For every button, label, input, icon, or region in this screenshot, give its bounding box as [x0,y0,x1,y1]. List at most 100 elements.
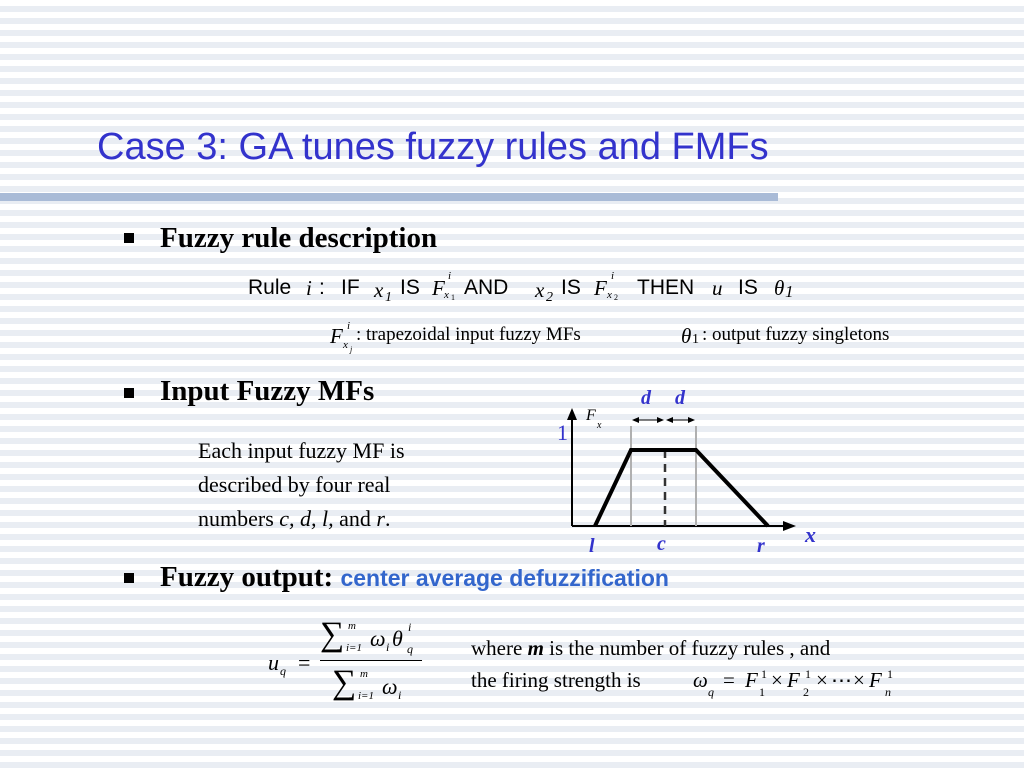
numerator-omega-sub: i [386,640,390,654]
rule-theta: θ [774,276,785,300]
mf-desc-numbers: numbers [198,506,280,531]
slide-title: Case 3: GA tunes fuzzy rules and FMFs [97,126,769,168]
rule-x2: x [535,278,545,302]
rule-F2: F [594,276,607,300]
numerator-sigma-top: m [348,620,356,632]
d-arrowhead-right-b [688,417,695,423]
where-prefix: where [471,636,528,660]
rule-F2-sup: i [611,270,615,282]
rule-F1-sub: x [444,289,449,301]
one-label: 1 [557,420,568,445]
rule-word: Rule [248,276,292,299]
rule-is-1: IS [400,276,420,299]
defuzzification-method: center average defuzzification [340,565,669,591]
rule-F1-subsub: 1 [451,293,455,302]
legend-output-desc: : output fuzzy singletons [702,324,890,345]
legend-F-subsub: j [350,345,353,354]
ws-Fn-sub: n [885,685,891,699]
rule-is-2: IS [561,276,581,299]
mf-desc-and: and [333,506,377,531]
legend-theta: θ [681,324,692,348]
ws-times-2: × [816,668,828,692]
bullet-input-fuzzy-mfs: Input Fuzzy MFs [160,375,375,407]
formula-u: u [268,650,279,675]
r-label: r [757,535,765,557]
l-label: l [589,535,595,557]
mf-desc-period: . [384,506,391,531]
legend-line: F i x j : trapezoidal input fuzzy MFs θ … [330,320,950,356]
where-line-1: where m is the number of fuzzy rules , a… [471,632,941,664]
mf-desc-line-2: described by four real [198,472,391,497]
rule-then: THEN [637,276,695,299]
where-text: where m is the number of fuzzy rules , a… [471,632,941,699]
fx-label: F [585,407,596,424]
rule-theta-sub: 1 [785,282,794,301]
ws-Fn: F [869,668,882,692]
rule-F2-subsub: 2 [614,293,618,302]
rule-x1: x [374,278,384,302]
numerator-theta: θ [392,626,403,651]
ws-F1-sub: 1 [759,685,765,699]
mf-desc-line-3: numbers c, d, l, and r. [198,502,498,536]
legend-F: F [330,324,343,348]
rule-and: AND [464,276,509,299]
ws-F1-sup: 1 [761,667,767,681]
denominator-sigma: ∑ [332,664,357,701]
mf-desc-r: r [376,506,385,531]
trapezoid-mf-diagram: d d F x 1 l c r x [557,387,816,557]
firing-strength-text: the firing strength is [471,668,641,692]
ws-omega: ω [693,668,708,692]
rule-line: Rule i : IF x 1 IS F i x 1 AND x 2 IS F … [248,270,808,306]
ws-F2: F [787,668,800,692]
fx-label-sub: x [596,420,602,431]
where-m: m [527,636,544,660]
rule-u: u [712,276,723,300]
d-arrowhead-right-a [666,417,673,423]
bullet-fuzzy-rule-description: Fuzzy rule description [160,222,438,254]
x-axis-label: x [804,522,816,547]
numerator-sigma: ∑ [320,616,345,653]
formula-equals: = [298,650,311,675]
rule-F1-sup: i [448,270,452,282]
rule-F2-sub: x [607,289,612,301]
ws-F2-sub: 2 [803,685,809,699]
legend-theta-sub: 1 [692,332,699,347]
mf-description: Each input fuzzy MF is described by four… [198,434,498,536]
trapezoid-shape [593,448,770,528]
title-underline [0,193,778,201]
ws-Fn-sup: 1 [887,667,893,681]
ws-omega-sub: q [708,685,714,699]
x-axis-arrow [783,521,796,531]
ws-equals: = [723,668,735,692]
where-rest: is the number of fuzzy rules , and [543,636,831,660]
formula-u-sub: q [280,664,286,678]
rule-x1-sub: 1 [385,290,392,305]
ws-times-3: × [853,668,865,692]
rule-colon: : [319,276,325,299]
denominator-sigma-bottom: i=1 [358,690,374,702]
denominator-sigma-top: m [360,668,368,680]
d-label-right: d [675,387,686,409]
mf-desc-vars: c, d, l, [279,506,334,531]
d-arrowhead-left-a [632,417,639,423]
denominator-omega: ω [382,674,398,699]
ws-dots: ⋯ [831,668,852,692]
legend-F-sub: x [343,339,348,351]
numerator-sigma-bottom: i=1 [346,642,362,654]
rule-is-3: IS [738,276,758,299]
bullet-marker [124,388,134,398]
legend-F-sup: i [347,320,351,332]
rule-if: IF [341,276,360,299]
rule-F1: F [432,276,445,300]
bullet-marker [124,233,134,243]
legend-input-desc: : trapezoidal input fuzzy MFs [356,324,581,345]
fraction-bar [320,660,422,661]
defuzzification-formula: u q = ∑ m i=1 ω i θ i q ∑ m i=1 ω i [262,616,432,718]
ws-F1: F [745,668,758,692]
where-line-2: the firing strength is ω q = F 1 1 × F 1… [471,664,941,699]
numerator-omega: ω [370,626,386,651]
rule-index: i [306,276,312,300]
d-label-left: d [641,387,652,409]
c-label: c [657,533,666,555]
numerator-theta-sub: q [407,642,413,656]
